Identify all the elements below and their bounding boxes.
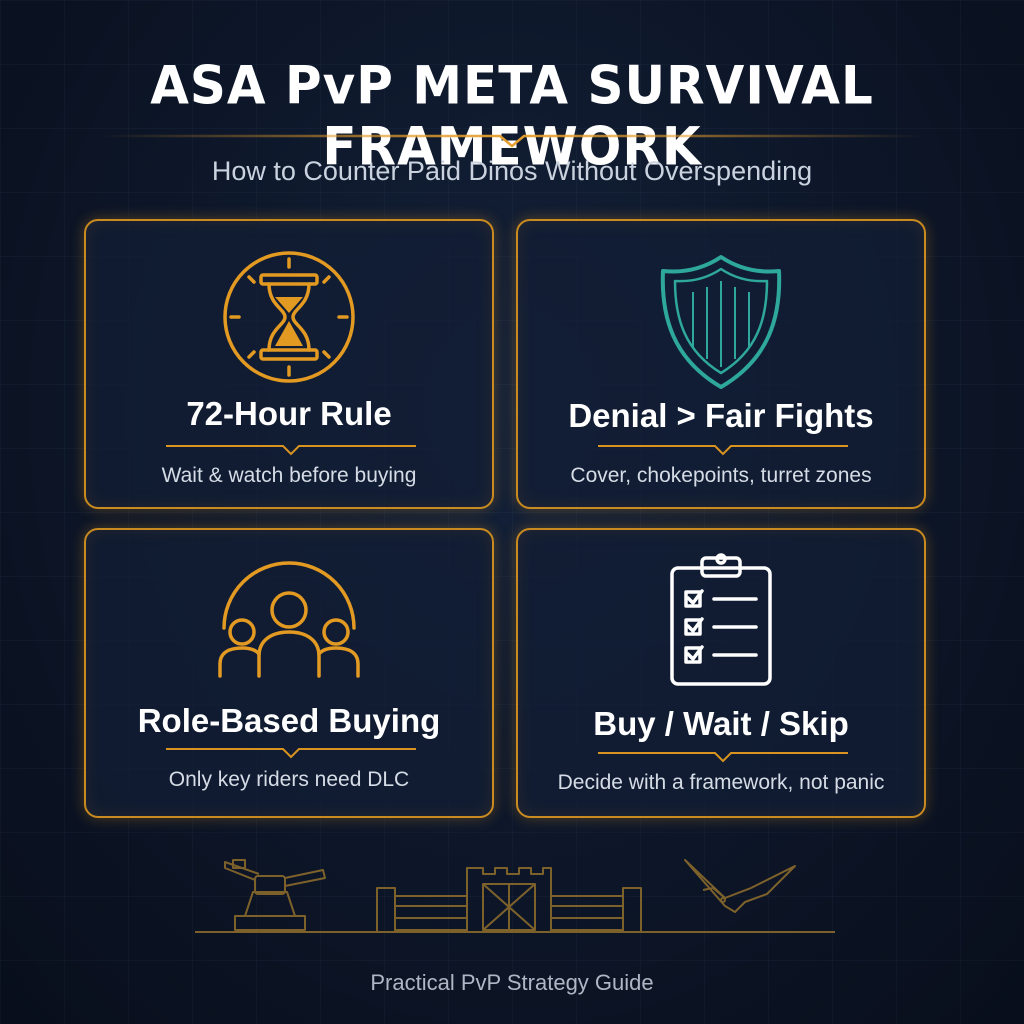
card-title: 72-Hour Rule — [186, 395, 392, 432]
footer-text: Practical PvP Strategy Guide — [370, 970, 654, 995]
card-buy-wait-skip: Buy / Wait / Skip Decide with a framewor… — [516, 528, 926, 818]
page-subtitle: How to Counter Paid Dinos Without Oversp… — [211, 156, 813, 186]
team-group-icon — [218, 561, 360, 678]
hourglass-clock-icon — [223, 251, 355, 383]
pterodactyl-icon — [684, 859, 796, 913]
card-description: Wait & watch before buying — [161, 464, 417, 487]
card-description: Decide with a framework, not panic — [557, 771, 885, 794]
turret-icon — [224, 859, 326, 931]
card-divider — [598, 752, 848, 763]
page-title: ASA PvP META SURVIVAL FRAMEWORK — [150, 55, 874, 177]
card-role-based-buying: Role-Based Buying Only key riders need D… — [84, 528, 494, 818]
card-description: Only key riders need DLC — [168, 768, 410, 791]
card-denial-fair-fights: Denial > Fair Fights Cover, chokepoints,… — [516, 219, 926, 509]
title-divider — [100, 134, 924, 148]
card-title: Buy / Wait / Skip — [593, 705, 849, 742]
card-title: Denial > Fair Fights — [568, 397, 874, 434]
card-72-hour-rule: 72-Hour Rule Wait & watch before buying — [84, 219, 494, 509]
card-description: Cover, chokepoints, turret zones — [570, 464, 872, 487]
fortress-gate-icon — [376, 867, 642, 933]
card-divider — [166, 445, 416, 456]
shield-icon — [660, 255, 782, 389]
bottom-scene — [195, 859, 835, 933]
clipboard-checklist-icon — [670, 553, 772, 686]
card-title: Role-Based Buying — [137, 702, 441, 739]
card-divider — [598, 445, 848, 456]
card-divider — [166, 748, 416, 759]
